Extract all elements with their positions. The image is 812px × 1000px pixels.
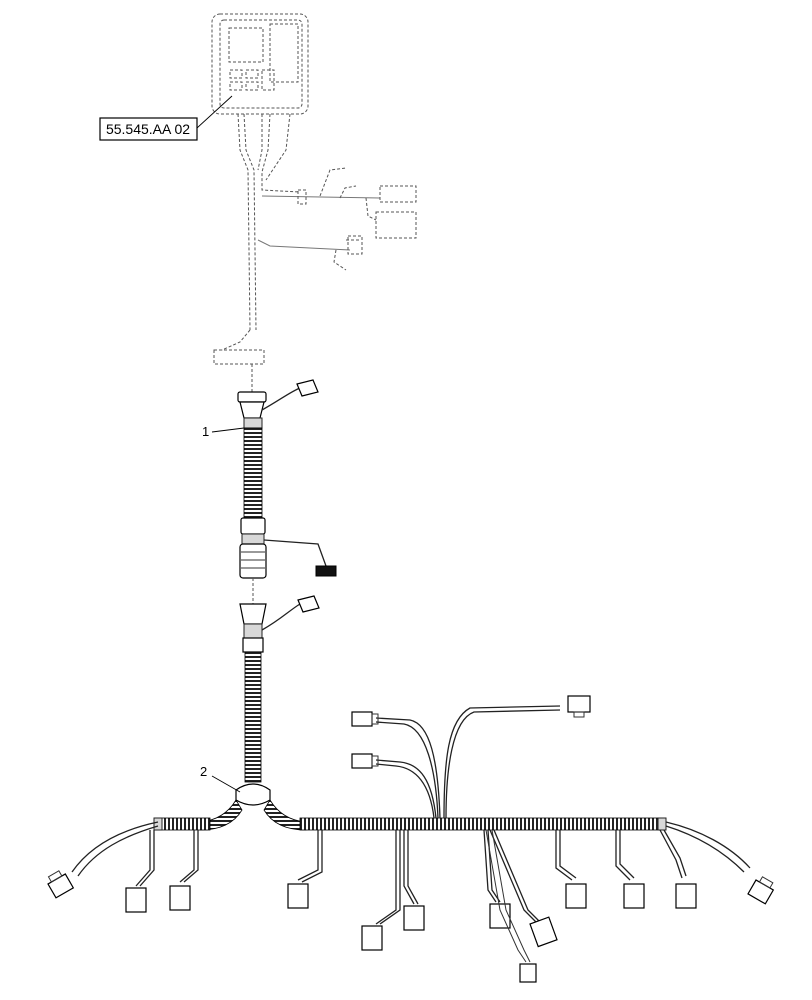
reference-label: 55.545.AA 02 bbox=[99, 95, 233, 141]
callout-2: 2 bbox=[200, 764, 241, 793]
callout-1: 1 bbox=[202, 424, 245, 439]
ghost-connector bbox=[213, 329, 265, 392]
monitor-cables bbox=[237, 113, 417, 331]
monitor-unit bbox=[211, 13, 309, 115]
upper-branches bbox=[351, 695, 591, 819]
harness-2 bbox=[153, 595, 667, 831]
svg-text:2: 2 bbox=[200, 764, 207, 779]
svg-text:55.545.AA 02: 55.545.AA 02 bbox=[106, 121, 190, 137]
lower-branches bbox=[47, 821, 775, 983]
svg-text:1: 1 bbox=[202, 424, 209, 439]
harness-1 bbox=[237, 379, 337, 604]
